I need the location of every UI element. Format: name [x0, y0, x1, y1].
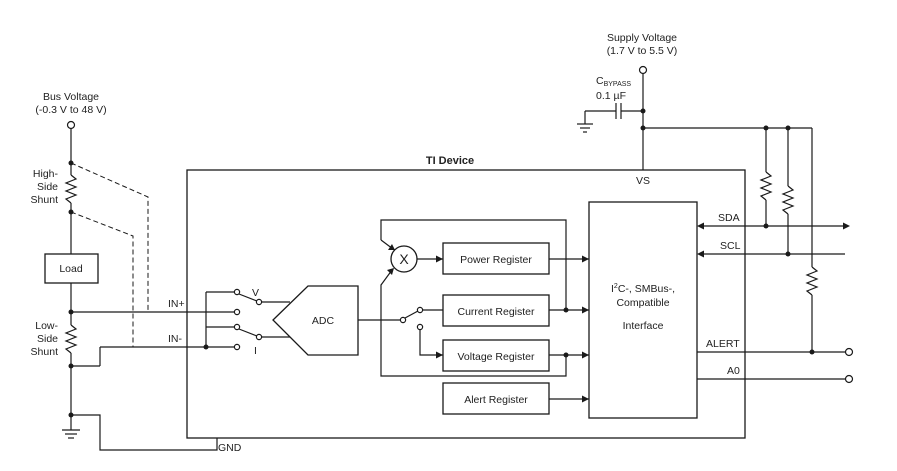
demux-contact-current	[416, 306, 424, 314]
pin-alert: ALERT	[706, 338, 740, 350]
to-voltage-reg	[419, 329, 443, 356]
interface-label-line3: Interface	[623, 320, 664, 332]
current-junction	[563, 307, 569, 313]
voltage-register-label: Voltage Register	[457, 351, 535, 363]
arrow-alert-if	[582, 395, 589, 403]
gnd-wire	[71, 414, 218, 451]
arrow-to-mult-top	[388, 244, 395, 250]
high-side-dashed-in-minus	[70, 211, 134, 347]
alert-register-label: Alert Register	[464, 394, 528, 406]
current-feedback-wire	[380, 219, 567, 310]
scl-dot	[785, 251, 791, 257]
bus-voltage-title: Bus Voltage	[43, 91, 99, 103]
a0-terminal	[844, 374, 854, 384]
pin-vs: VS	[636, 175, 650, 187]
bus-voltage-range: (-0.3 V to 48 V)	[35, 104, 106, 116]
low-side-shunt-resistor	[64, 324, 78, 354]
device-title: TI Device	[426, 155, 474, 167]
high-side-shunt-label-3: Shunt	[31, 194, 59, 206]
scl-arrow-in	[697, 250, 704, 258]
low-side-shunt-label-3: Shunt	[31, 346, 59, 358]
arrow-power-if	[582, 255, 589, 263]
arrow-current-if	[582, 306, 589, 314]
supply-voltage-title: Supply Voltage	[607, 32, 677, 44]
sda-arrow-in	[697, 222, 704, 230]
bus-terminal	[66, 120, 76, 130]
supply-terminal	[638, 65, 648, 75]
load-label: Load	[59, 263, 83, 275]
pin-a0: A0	[727, 365, 740, 377]
high-side-dashed-in-plus	[70, 162, 149, 312]
pin-gnd: GND	[218, 442, 242, 454]
mux-common-v	[255, 298, 263, 306]
supply-voltage-range: (1.7 V to 5.5 V)	[607, 45, 678, 57]
low-side-shunt-label-1: Low-	[35, 320, 58, 332]
voltage-register-box	[442, 339, 550, 372]
current-register-label: Current Register	[457, 306, 535, 318]
multiplier-icon: X	[399, 251, 409, 267]
arrow-to-power-reg	[436, 255, 443, 263]
adc-label: ADC	[312, 315, 335, 327]
interface-label-line2: Compatible	[616, 297, 669, 309]
bypass-cap-label: CBYPASS	[596, 75, 631, 88]
power-register-label: Power Register	[460, 254, 532, 266]
high-side-shunt-resistor	[64, 174, 78, 204]
demux-switch	[404, 310, 419, 319]
arrow-to-voltage-reg	[436, 351, 443, 359]
demux-contact-voltage	[416, 323, 424, 331]
high-side-shunt-label-2: Side	[37, 181, 58, 193]
mux-contact-3	[233, 323, 241, 331]
low-side-shunt-label-2: Side	[37, 333, 58, 345]
scl-pullup-resistor	[781, 185, 795, 215]
pin-in-minus: IN-	[168, 333, 183, 345]
interface-label-line1: I2C-, SMBus-,	[611, 283, 675, 295]
demux-common	[399, 316, 407, 324]
mux-contact-2	[233, 308, 241, 316]
pin-in-plus: IN+	[168, 298, 185, 310]
mux-switch-v	[238, 293, 258, 302]
pin-sda: SDA	[718, 212, 740, 224]
i2c-interface-block	[588, 201, 698, 419]
arrow-to-mult-bottom	[387, 268, 394, 275]
bypass-cap-value: 0.1 µF	[596, 90, 626, 102]
alert-dot	[809, 349, 815, 355]
load-box	[44, 253, 99, 284]
mux-contact-4	[233, 343, 241, 351]
high-side-shunt-label-1: High-	[33, 168, 59, 180]
voltage-feedback-wire	[380, 269, 567, 377]
power-register-box	[442, 242, 550, 275]
sda-arrow-out	[843, 222, 850, 230]
mux-v-label: V	[252, 287, 259, 299]
alert-pullup-resistor	[805, 266, 819, 296]
alert-register-box	[442, 382, 550, 415]
mux-i-label: I	[254, 345, 257, 357]
mux-switch-i	[238, 328, 258, 337]
pin-scl: SCL	[720, 240, 741, 252]
arrow-voltage-if	[582, 351, 589, 359]
sda-pullup-resistor	[759, 171, 773, 201]
ti-device-box	[186, 169, 746, 439]
sda-dot	[763, 223, 769, 229]
mux-common-i	[255, 333, 263, 341]
current-register-box	[442, 294, 550, 327]
alert-terminal	[844, 347, 854, 357]
mux-contact-1	[233, 288, 241, 296]
voltage-junction	[563, 352, 569, 358]
